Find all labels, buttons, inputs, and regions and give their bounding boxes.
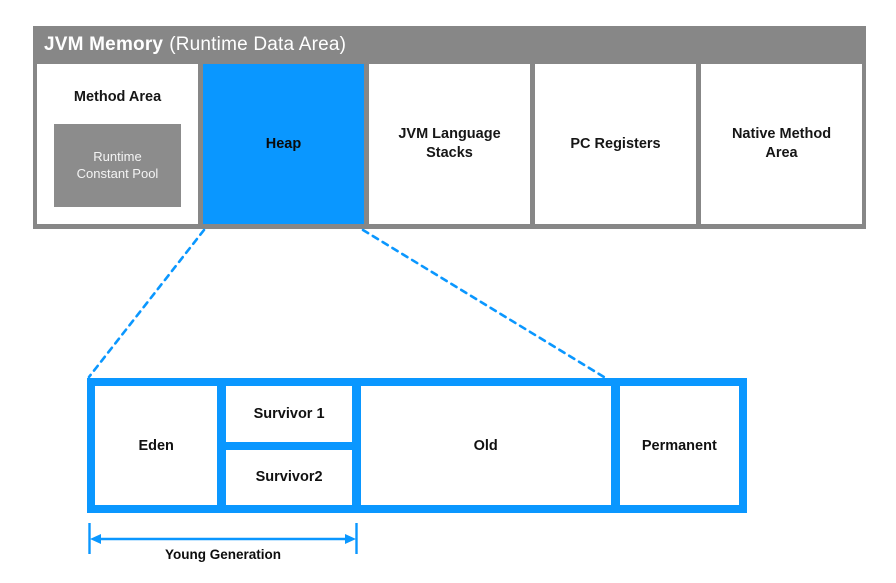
young-generation-label: Young Generation — [164, 547, 281, 562]
runtime-constant-pool-box: Runtime Constant Pool — [54, 123, 181, 207]
survivor-column: Survivor 1 Survivor2 — [226, 386, 352, 505]
young-gen-arrowhead-right — [345, 534, 356, 544]
young-gen-arrowhead-left — [90, 534, 101, 544]
runtime-constant-pool-label: Runtime Constant Pool — [76, 148, 159, 182]
method-area-box: Method Area Runtime Constant Pool — [37, 64, 198, 224]
jvm-memory-container: JVM Memory (Runtime Data Area) Method Ar… — [33, 26, 866, 229]
heap-label: Heap — [265, 135, 302, 152]
native-method-area-label: Native Method Area — [731, 126, 832, 161]
eden-label: Eden — [138, 437, 174, 454]
heap-detail-container: Eden Survivor 1 Survivor2 Old Permanent — [87, 378, 747, 513]
permanent-generation-box: Permanent — [619, 386, 739, 505]
runtime-data-area-row: Method Area Runtime Constant Pool Heap J… — [37, 64, 862, 224]
heap-box: Heap — [203, 64, 364, 224]
old-label: Old — [473, 437, 498, 454]
method-area-label: Method Area — [73, 89, 162, 105]
title-subtitle: (Runtime Data Area) — [169, 34, 347, 55]
eden-box: Eden — [95, 386, 218, 505]
heap-leader-line-right — [361, 228, 606, 379]
old-generation-box: Old — [360, 386, 611, 505]
jvm-language-stacks-label: JVM Language Stacks — [398, 126, 501, 161]
survivor2-label: Survivor2 — [255, 469, 323, 486]
jvm-language-stacks-box: JVM Language Stacks — [369, 64, 530, 224]
title-main: JVM Memory — [44, 34, 164, 55]
survivor2-box: Survivor2 — [226, 449, 352, 505]
permanent-label: Permanent — [641, 437, 717, 454]
survivor1-label: Survivor 1 — [253, 405, 325, 422]
native-method-area-box: Native Method Area — [701, 64, 862, 224]
survivor1-box: Survivor 1 — [226, 386, 352, 442]
heap-leader-line-left — [87, 228, 206, 379]
pc-registers-box: PC Registers — [535, 64, 696, 224]
pc-registers-label: PC Registers — [570, 135, 661, 152]
diagram-title: JVM Memory (Runtime Data Area) — [33, 26, 866, 64]
